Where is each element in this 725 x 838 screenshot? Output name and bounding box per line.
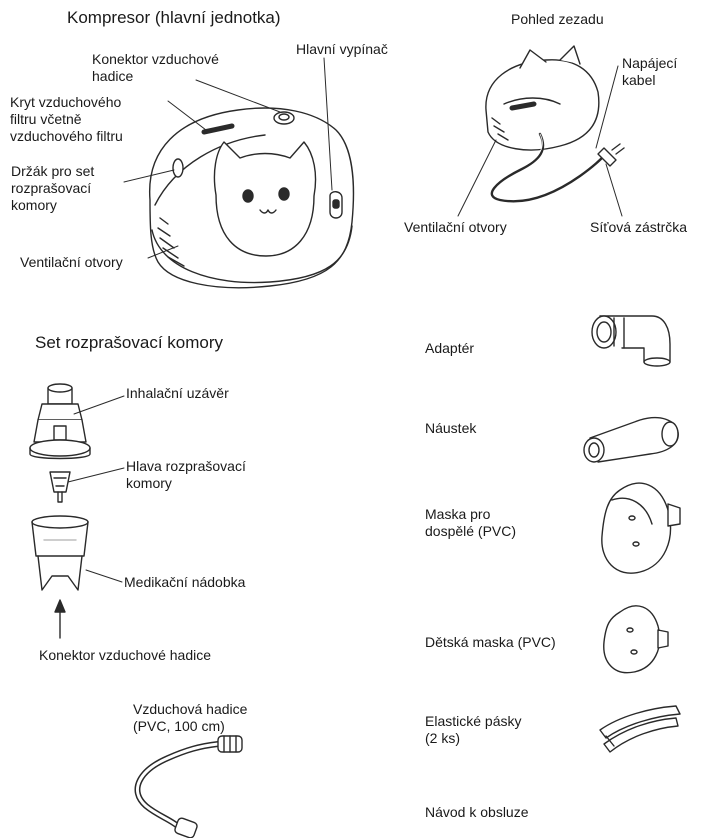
- inhalation-cap: [30, 384, 90, 459]
- hose-connector-top: [218, 736, 242, 752]
- hose-connector-bottom: [174, 817, 198, 838]
- nebulizer-head: [50, 472, 70, 502]
- nebulizer-illustration: [30, 384, 90, 638]
- air-hose-illustration: [137, 736, 242, 838]
- adult-mask-illustration: [602, 483, 680, 573]
- elastic-straps-illustration: [600, 706, 680, 752]
- mouthpiece-illustration: [584, 418, 678, 462]
- compressor-illustration: [150, 108, 354, 288]
- rear-view-illustration: [486, 46, 624, 201]
- adapter-illustration: [592, 316, 670, 366]
- medication-cup: [32, 516, 88, 590]
- child-mask-illustration: [604, 606, 668, 673]
- cat-face-icon: [214, 142, 315, 256]
